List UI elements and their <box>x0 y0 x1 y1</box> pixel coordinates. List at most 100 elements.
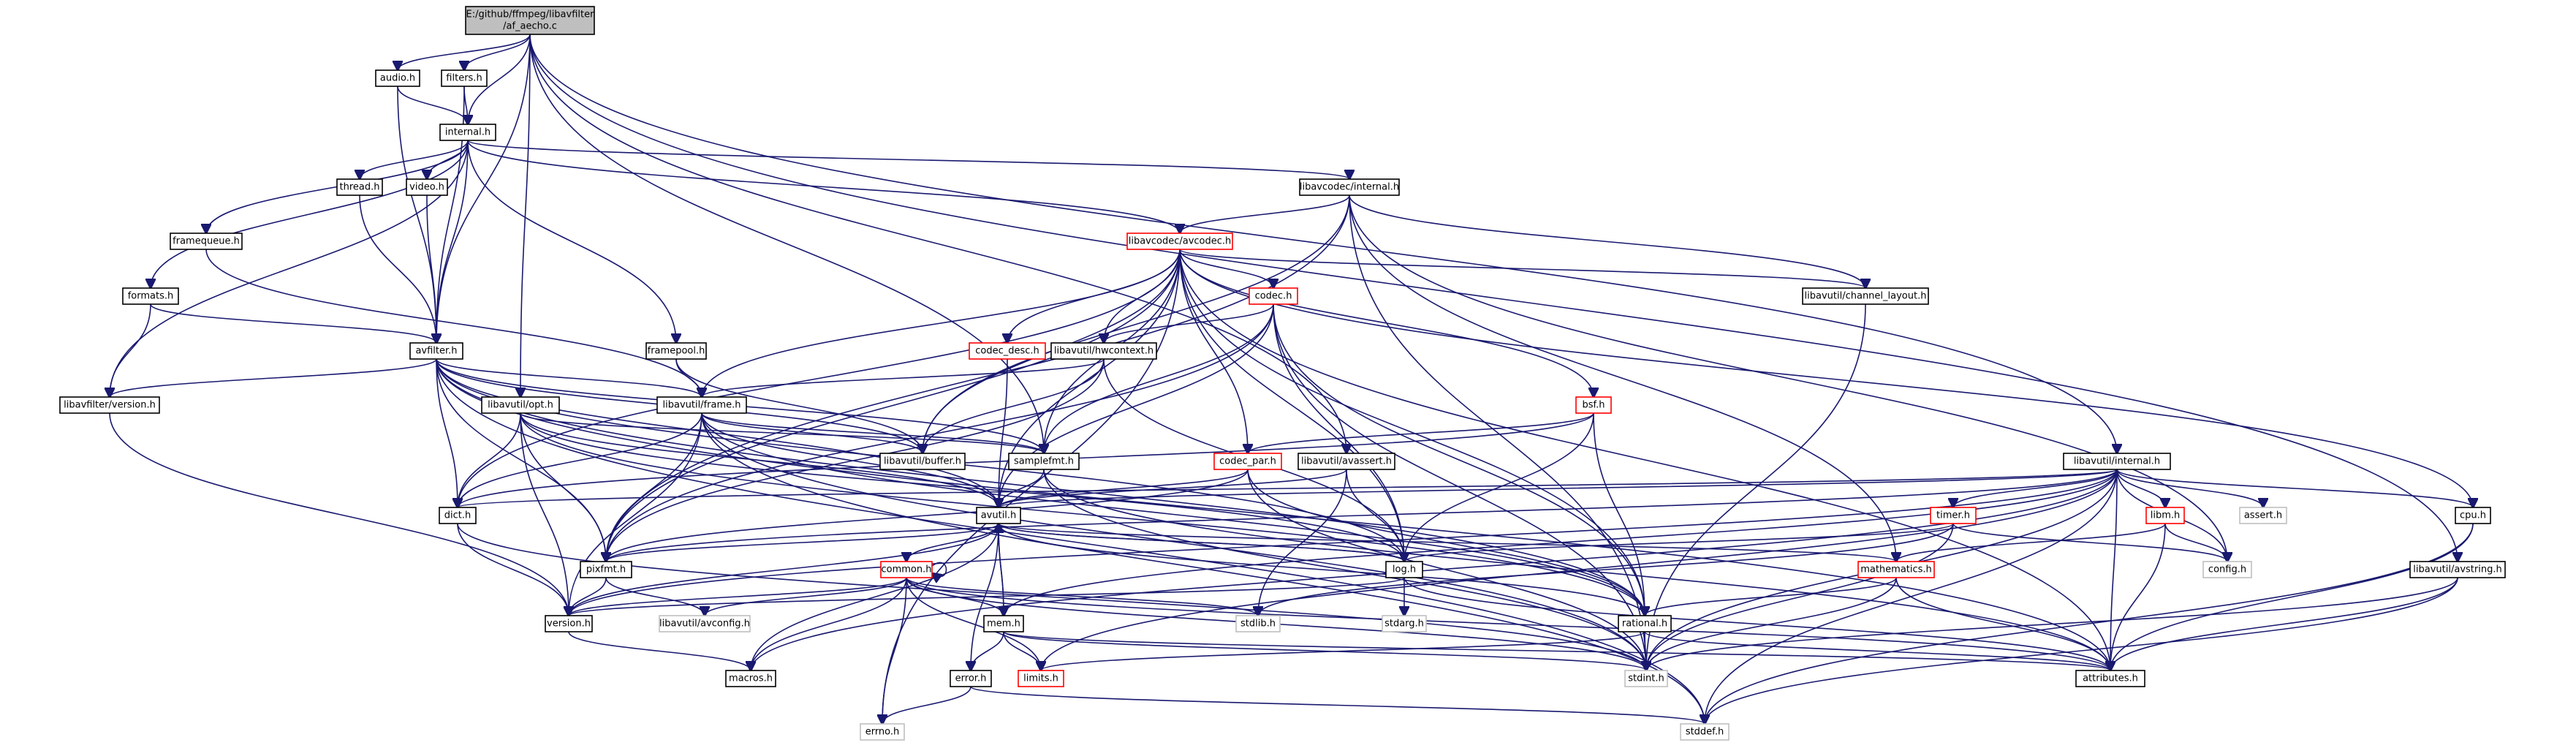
node-config-h[interactable]: config.h <box>2202 561 2252 578</box>
node-box[interactable] <box>983 615 1024 632</box>
node-box[interactable] <box>1385 561 1423 578</box>
node-box[interactable] <box>1624 670 1668 687</box>
node-box[interactable] <box>439 124 496 141</box>
node-libavutil-channel-layout-h[interactable]: libavutil/channel_layout.h <box>1802 287 1929 305</box>
node-box[interactable] <box>880 561 933 578</box>
node-box[interactable] <box>59 396 160 414</box>
node-libavfilter-version-h[interactable]: libavfilter/version.h <box>59 396 160 414</box>
node-box[interactable] <box>1018 670 1064 687</box>
node-framepool-h[interactable]: framepool.h <box>645 342 707 360</box>
node-box[interactable] <box>645 342 707 360</box>
node-box[interactable] <box>2075 670 2145 687</box>
node-attributes-h[interactable]: attributes.h <box>2075 670 2145 687</box>
node-box[interactable] <box>2455 507 2491 524</box>
node-timer-h[interactable]: timer.h <box>1930 507 1977 524</box>
node-internal-h[interactable]: internal.h <box>439 124 496 141</box>
node-audio-h[interactable]: audio.h <box>375 69 420 87</box>
node-box[interactable] <box>1382 615 1427 632</box>
node-video-h[interactable]: video.h <box>406 178 448 196</box>
node-box[interactable] <box>481 396 560 414</box>
node-macros-h[interactable]: macros.h <box>725 670 776 687</box>
node-box[interactable] <box>969 342 1046 360</box>
node-mem-h[interactable]: mem.h <box>983 615 1024 632</box>
node-box[interactable] <box>465 6 595 35</box>
node-box[interactable] <box>1235 615 1281 632</box>
node-box[interactable] <box>2202 561 2252 578</box>
node-box[interactable] <box>1126 233 1233 250</box>
node-box[interactable] <box>1298 453 1395 470</box>
node-stdlib-h[interactable]: stdlib.h <box>1235 615 1281 632</box>
node-filters-h[interactable]: filters.h <box>441 69 488 87</box>
node-box[interactable] <box>1618 615 1672 632</box>
node-box[interactable] <box>976 507 1021 524</box>
node-box[interactable] <box>441 69 488 87</box>
node-box[interactable] <box>336 178 383 196</box>
node-bsf-h[interactable]: bsf.h <box>1575 396 1612 414</box>
node-rational-h[interactable]: rational.h <box>1618 615 1672 632</box>
node-box[interactable] <box>879 453 966 470</box>
node-box[interactable] <box>1680 723 1730 741</box>
node-libm-h[interactable]: libm.h <box>2145 507 2185 524</box>
node-box[interactable] <box>406 178 448 196</box>
node-errno-h[interactable]: errno.h <box>860 723 905 741</box>
node-codec-desc-h[interactable]: codec_desc.h <box>969 342 1046 360</box>
node-assert-h[interactable]: assert.h <box>2239 507 2287 524</box>
node-libavcodec-internal-h[interactable]: libavcodec/internal.h <box>1299 178 1400 196</box>
node-libavutil-frame-h[interactable]: libavutil/frame.h <box>656 396 747 414</box>
node-codec-par-h[interactable]: codec_par.h <box>1213 453 1282 470</box>
node-stddef-h[interactable]: stddef.h <box>1680 723 1730 741</box>
node-box[interactable] <box>1575 396 1612 414</box>
node-cpu-h[interactable]: cpu.h <box>2455 507 2491 524</box>
node-libavutil-internal-h[interactable]: libavutil/internal.h <box>2063 453 2171 470</box>
node-log-h[interactable]: log.h <box>1385 561 1423 578</box>
node-box[interactable] <box>2409 561 2506 578</box>
node-version-h[interactable]: version.h <box>545 615 593 632</box>
node-libavutil-opt-h[interactable]: libavutil/opt.h <box>481 396 560 414</box>
node-box[interactable] <box>580 561 632 578</box>
node-box[interactable] <box>1802 287 1929 305</box>
node-box[interactable] <box>725 670 776 687</box>
node-avutil-h[interactable]: avutil.h <box>976 507 1021 524</box>
node-libavutil-hwcontext-h[interactable]: libavutil/hwcontext.h <box>1050 342 1157 360</box>
node-box[interactable] <box>2063 453 2171 470</box>
node-box[interactable] <box>375 69 420 87</box>
node-error-h[interactable]: error.h <box>950 670 992 687</box>
node-libavutil-avconfig-h[interactable]: libavutil/avconfig.h <box>659 615 751 632</box>
node-box[interactable] <box>409 342 463 360</box>
node-box[interactable] <box>860 723 905 741</box>
node-codec-h[interactable]: codec.h <box>1249 287 1298 305</box>
node-pixfmt-h[interactable]: pixfmt.h <box>580 561 632 578</box>
node-box[interactable] <box>545 615 593 632</box>
node-box[interactable] <box>2145 507 2185 524</box>
node-libavutil-avstring-h[interactable]: libavutil/avstring.h <box>2409 561 2506 578</box>
node-stdint-h[interactable]: stdint.h <box>1624 670 1668 687</box>
node-dict-h[interactable]: dict.h <box>439 507 477 524</box>
node-samplefmt-h[interactable]: samplefmt.h <box>1008 453 1080 470</box>
node-box[interactable] <box>170 233 243 250</box>
node-common-h[interactable]: common.h <box>880 561 933 578</box>
node-box[interactable] <box>656 396 747 414</box>
node-framequeue-h[interactable]: framequeue.h <box>170 233 243 250</box>
node-box[interactable] <box>2239 507 2287 524</box>
node-box[interactable] <box>122 287 179 305</box>
node-stdarg-h[interactable]: stdarg.h <box>1382 615 1427 632</box>
node-box[interactable] <box>1050 342 1157 360</box>
node-mathematics-h[interactable]: mathematics.h <box>1857 561 1935 578</box>
node-box[interactable] <box>1008 453 1080 470</box>
node-box[interactable] <box>439 507 477 524</box>
node-libavcodec-avcodec-h[interactable]: libavcodec/avcodec.h <box>1126 233 1233 250</box>
node-libavutil-buffer-h[interactable]: libavutil/buffer.h <box>879 453 966 470</box>
node-box[interactable] <box>659 615 751 632</box>
node-af-aecho-c[interactable]: E:/github/ffmpeg/libavfilter/af_aecho.c <box>465 6 595 35</box>
node-box[interactable] <box>1249 287 1298 305</box>
node-box[interactable] <box>1299 178 1400 196</box>
node-box[interactable] <box>1213 453 1282 470</box>
node-limits-h[interactable]: limits.h <box>1018 670 1064 687</box>
node-box[interactable] <box>950 670 992 687</box>
node-avfilter-h[interactable]: avfilter.h <box>409 342 463 360</box>
node-box[interactable] <box>1930 507 1977 524</box>
node-thread-h[interactable]: thread.h <box>336 178 383 196</box>
node-libavutil-avassert-h[interactable]: libavutil/avassert.h <box>1298 453 1395 470</box>
node-formats-h[interactable]: formats.h <box>122 287 179 305</box>
node-box[interactable] <box>1857 561 1935 578</box>
